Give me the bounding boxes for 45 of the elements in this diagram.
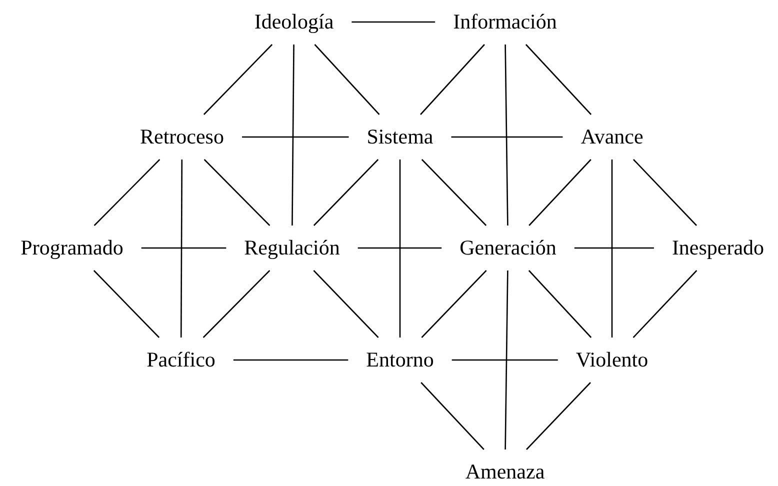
node-label: Información <box>453 10 557 34</box>
connector-line <box>141 247 226 249</box>
connector-line <box>233 359 348 361</box>
connector-line <box>611 160 613 338</box>
connector-line <box>526 382 591 450</box>
connector-line <box>504 44 508 226</box>
connector-line <box>352 21 436 23</box>
connector-line <box>528 270 592 338</box>
node-label: Violento <box>576 348 648 372</box>
connector-line <box>242 136 349 138</box>
node-label: Retroceso <box>140 124 224 148</box>
connector-line <box>399 160 401 338</box>
connector-line <box>93 270 160 338</box>
connector-line <box>504 270 508 450</box>
connector-line <box>420 44 485 115</box>
connector-line <box>202 270 270 338</box>
node-label: Avance <box>580 124 644 148</box>
node-label: Inesperado <box>672 236 764 260</box>
connector-line <box>203 44 273 115</box>
connector-line <box>313 270 379 338</box>
node-label: Pacífico <box>146 348 216 372</box>
connector-line <box>632 270 698 338</box>
connector-line <box>313 159 379 226</box>
node-label: Sistema <box>366 124 434 148</box>
connector-line <box>292 44 294 226</box>
node-label: Programado <box>20 236 124 260</box>
node-label: Ideología <box>254 10 334 34</box>
node-label: Amenaza <box>465 460 545 484</box>
connector-line <box>574 247 654 249</box>
connector-line <box>358 247 442 249</box>
connector-line <box>421 159 487 226</box>
connector-line <box>633 159 697 226</box>
connector-line <box>528 159 592 226</box>
connector-line <box>421 270 487 338</box>
node-label: Regulación <box>244 236 340 260</box>
connector-line <box>94 159 160 226</box>
connector-line <box>180 160 183 338</box>
connector-line <box>420 382 484 450</box>
node-label: Generación <box>460 236 556 260</box>
connector-line <box>525 44 592 115</box>
connector-line <box>452 359 558 361</box>
connector-line <box>451 136 563 138</box>
node-label: Entorno <box>366 348 434 372</box>
connector-line <box>314 44 380 115</box>
connector-line <box>204 159 270 226</box>
